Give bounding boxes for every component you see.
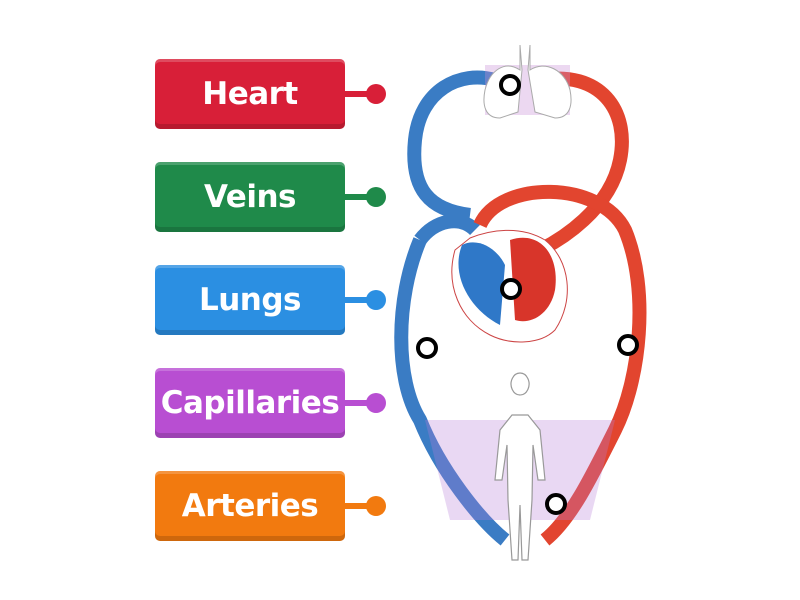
label-capillaries[interactable]: Capillaries xyxy=(155,368,345,438)
connector-pin[interactable] xyxy=(366,290,386,310)
drop-target-lungs[interactable] xyxy=(499,74,521,96)
connector-line xyxy=(345,503,369,509)
label-veins[interactable]: Veins xyxy=(155,162,345,232)
vein-to-heart xyxy=(414,214,480,245)
connector-line xyxy=(345,91,369,97)
label-text: Capillaries xyxy=(160,385,340,421)
label-heart[interactable]: Heart xyxy=(155,59,345,129)
connector-pin[interactable] xyxy=(366,393,386,413)
connector-line xyxy=(345,194,369,200)
label-text: Heart xyxy=(202,76,298,112)
lungs-illustration xyxy=(483,44,572,119)
artery-lung-loop xyxy=(536,71,629,257)
connector-line xyxy=(345,297,369,303)
drop-target-veins[interactable] xyxy=(416,337,438,359)
connector-pin[interactable] xyxy=(366,84,386,104)
label-lungs[interactable]: Lungs xyxy=(155,265,345,335)
artery-body-loop xyxy=(473,184,647,546)
drop-target-arteries[interactable] xyxy=(617,334,639,356)
drop-target-capillaries[interactable] xyxy=(545,493,567,515)
connector-line xyxy=(345,400,369,406)
drop-target-heart[interactable] xyxy=(500,278,522,300)
label-text: Lungs xyxy=(198,282,302,318)
label-text: Arteries xyxy=(181,488,319,524)
human-body-silhouette xyxy=(494,372,546,561)
vein-lung-loop xyxy=(407,70,497,222)
label-arteries[interactable]: Arteries xyxy=(155,471,345,541)
vein-body-loop xyxy=(394,237,510,546)
connector-pin[interactable] xyxy=(366,187,386,207)
connector-pin[interactable] xyxy=(366,496,386,516)
label-text: Veins xyxy=(204,179,296,215)
